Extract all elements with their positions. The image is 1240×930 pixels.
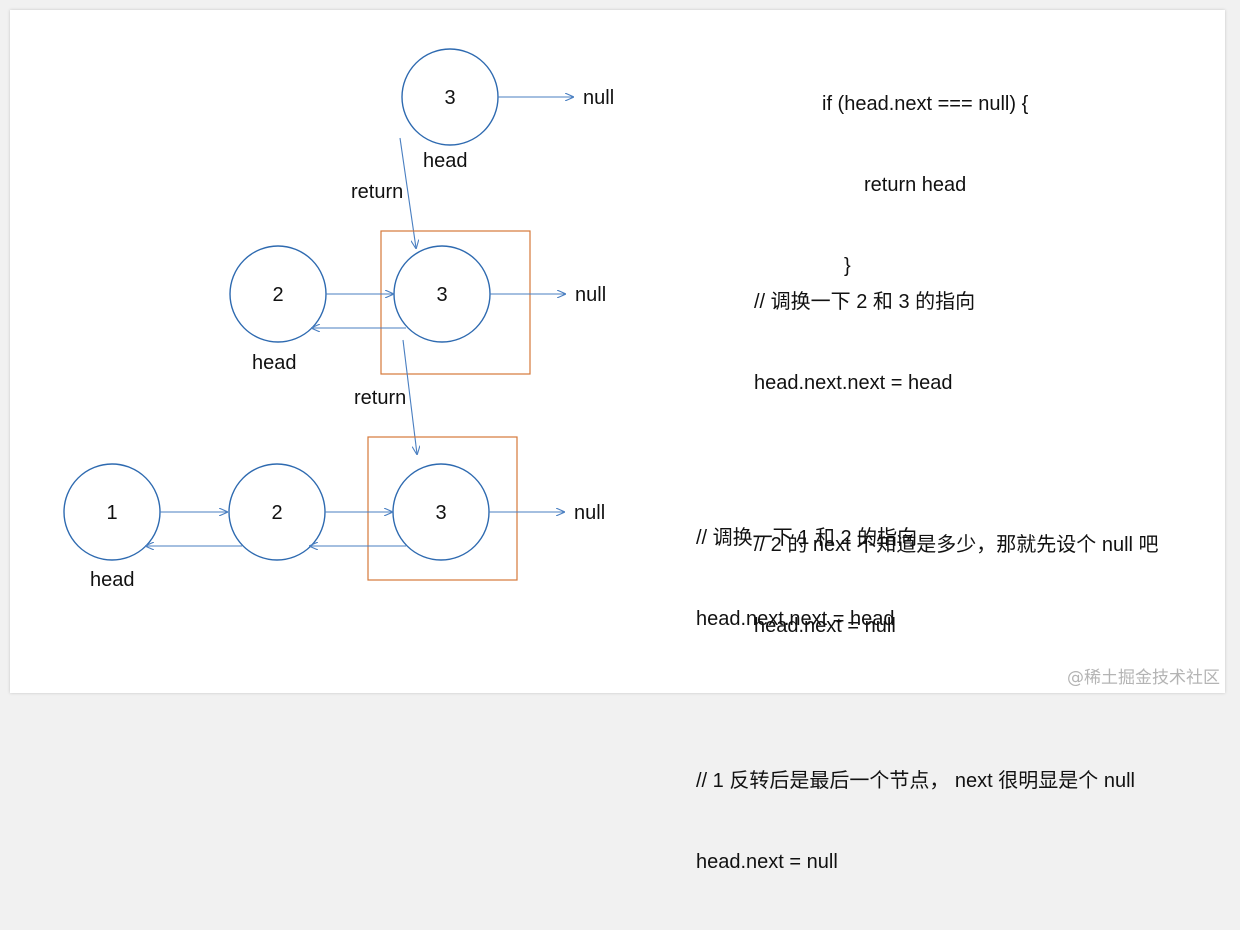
base-case-line-1: if (head.next === null) { <box>822 91 1028 118</box>
watermark: @稀土掘金技术社区 <box>1067 663 1220 688</box>
row2-node-2-label: 2 <box>272 284 283 306</box>
return-label-2: return <box>354 387 406 409</box>
swap-1-2-code: // 调换一下 1 和 2 的指向 head.next.next = head … <box>696 471 1135 930</box>
swap-2-3-statement: head.next.next = head <box>754 370 1159 397</box>
row2-node-3-label: 3 <box>436 284 447 306</box>
row2-node-3: 3 <box>394 246 490 342</box>
row3-node-1-label: 1 <box>106 502 117 524</box>
row3-null-label: null <box>574 502 605 524</box>
return-label-1: return <box>351 181 403 203</box>
row3-node-1: 1 <box>64 464 160 560</box>
row3-head-label: head <box>90 569 135 591</box>
set-null-1-statement: head.next = null <box>696 849 1135 876</box>
row1-head-label: head <box>423 150 468 172</box>
row2-node-2: 2 <box>230 246 326 342</box>
row2-null-label: null <box>575 284 606 306</box>
swap-2-3-comment: // 调换一下 2 和 3 的指向 <box>754 289 1159 316</box>
row1-node-3: 3 <box>402 49 498 145</box>
row1-null-label: null <box>583 87 614 109</box>
row3-node-3-label: 3 <box>435 502 446 524</box>
row3-node-2-label: 2 <box>271 502 282 524</box>
set-null-1-comment: // 1 反转后是最后一个节点， next 很明显是个 null <box>696 768 1135 795</box>
swap-1-2-comment: // 调换一下 1 和 2 的指向 <box>696 525 1135 552</box>
base-case-line-2: return head <box>822 172 1028 199</box>
row3-node-3: 3 <box>393 464 489 560</box>
slide: 3 null head return 2 3 null head return … <box>10 10 1225 693</box>
swap-1-2-statement: head.next.next = head <box>696 606 1135 633</box>
row1-node-3-label: 3 <box>444 87 455 109</box>
row2-head-label: head <box>252 352 297 374</box>
